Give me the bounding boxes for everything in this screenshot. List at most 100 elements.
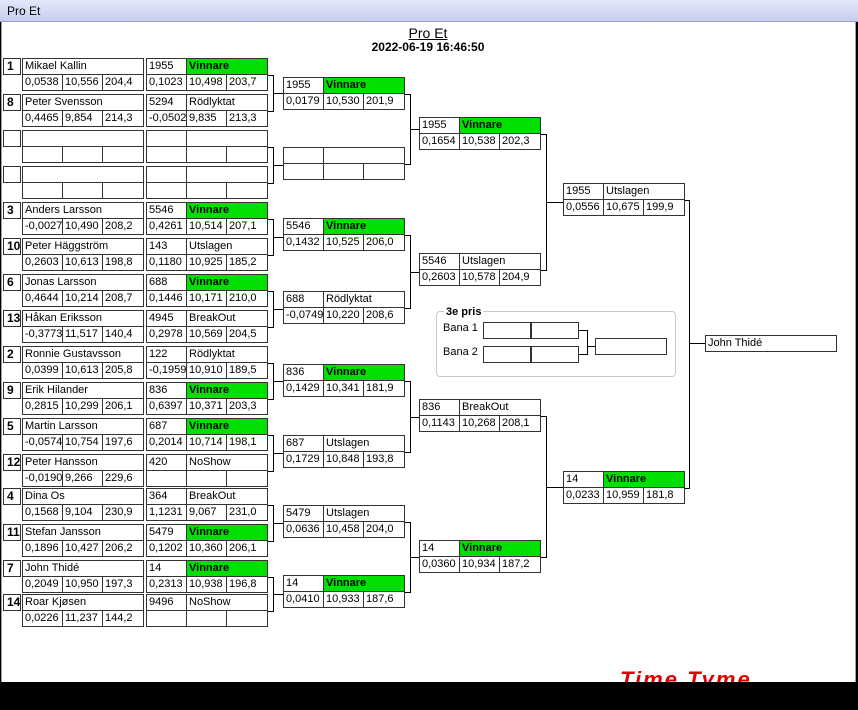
speed: 206,2 bbox=[102, 540, 144, 557]
speed: 204,0 bbox=[363, 521, 405, 538]
car-number: 143 bbox=[146, 238, 187, 255]
bracket-connector bbox=[405, 592, 411, 593]
bracket-connector bbox=[546, 202, 563, 203]
car-number: 14 bbox=[563, 471, 604, 488]
bracket-connector bbox=[268, 399, 274, 400]
elapsed-time: 10,427 bbox=[62, 540, 103, 557]
driver-name: Mikael Kallin bbox=[22, 58, 144, 75]
page-title: Pro Et bbox=[408, 25, 448, 41]
lane1-input[interactable] bbox=[483, 322, 531, 339]
speed-2: 213,3 bbox=[226, 110, 268, 127]
reaction-time: 0,2049 bbox=[22, 576, 63, 593]
elapsed-time-2: 9,835 bbox=[186, 110, 227, 127]
speed-2: 207,1 bbox=[226, 218, 268, 235]
bracket-connector bbox=[410, 129, 419, 130]
race-status: Vinnare bbox=[186, 202, 268, 219]
elapsed-time-2: 10,171 bbox=[186, 290, 227, 307]
elapsed-time bbox=[62, 146, 103, 163]
elapsed-time: 10,959 bbox=[603, 487, 644, 504]
car-number: 9496 bbox=[146, 594, 187, 611]
bracket-connector bbox=[268, 505, 274, 506]
race-status: Utslagen bbox=[323, 435, 405, 452]
reaction-time-2 bbox=[146, 146, 187, 163]
connector bbox=[587, 330, 588, 355]
speed: 208,6 bbox=[363, 307, 405, 324]
bracket-connector bbox=[268, 435, 274, 436]
elapsed-time: 10,268 bbox=[459, 415, 500, 432]
car-number: 687 bbox=[146, 418, 187, 435]
speed-2: 231,0 bbox=[226, 504, 268, 521]
race-status: Vinnare bbox=[186, 382, 268, 399]
elapsed-time-2: 10,371 bbox=[186, 398, 227, 415]
car-number: 688 bbox=[283, 291, 324, 308]
bracket-connector bbox=[268, 327, 274, 328]
elapsed-time: 9,854 bbox=[62, 110, 103, 127]
reaction-time: 0,1432 bbox=[283, 234, 324, 251]
seed-number: 12 bbox=[3, 454, 21, 471]
speed-2: 189,5 bbox=[226, 362, 268, 379]
reaction-time-2: 0,2313 bbox=[146, 576, 187, 593]
seed-number bbox=[3, 166, 21, 183]
elapsed-time-2 bbox=[186, 146, 227, 163]
elapsed-time: 9,104 bbox=[62, 504, 103, 521]
speed: 197,3 bbox=[102, 576, 144, 593]
elapsed-time: 11,517 bbox=[62, 326, 103, 343]
speed: 204,9 bbox=[499, 269, 541, 286]
race-status bbox=[323, 147, 405, 164]
bracket-connector bbox=[273, 381, 283, 382]
race-status: Utslagen bbox=[186, 238, 268, 255]
speed bbox=[363, 163, 405, 180]
speed: 204,4 bbox=[102, 74, 144, 91]
elapsed-time: 10,934 bbox=[459, 556, 500, 573]
bracket-connector bbox=[410, 272, 419, 273]
connector bbox=[579, 330, 587, 331]
reaction-time-2 bbox=[146, 610, 187, 627]
car-number: 5546 bbox=[146, 202, 187, 219]
driver-name: Roar Kjøsen bbox=[22, 594, 144, 611]
reaction-time-2: 1,1231 bbox=[146, 504, 187, 521]
driver-name: John Thidé bbox=[22, 560, 144, 577]
elapsed-time-2 bbox=[186, 182, 227, 199]
race-status: Utslagen bbox=[603, 183, 685, 200]
elapsed-time-2: 10,514 bbox=[186, 218, 227, 235]
speed: 187,2 bbox=[499, 556, 541, 573]
car-number: 5546 bbox=[419, 253, 460, 270]
speed-2: 203,7 bbox=[226, 74, 268, 91]
elapsed-time-2: 10,360 bbox=[186, 540, 227, 557]
speed: 198,8 bbox=[102, 254, 144, 271]
reaction-time-2 bbox=[146, 470, 187, 487]
speed: 193,8 bbox=[363, 451, 405, 468]
elapsed-time bbox=[62, 182, 103, 199]
speed-2 bbox=[226, 470, 268, 487]
race-status: Utslagen bbox=[459, 253, 541, 270]
driver-name: Martin Larsson bbox=[22, 418, 144, 435]
bracket-connector bbox=[685, 488, 690, 489]
elapsed-time: 10,525 bbox=[323, 234, 364, 251]
reaction-time: -0,0574 bbox=[22, 434, 63, 451]
third-prize-winner bbox=[595, 338, 667, 355]
car-number: 420 bbox=[146, 454, 187, 471]
speed: 181,8 bbox=[643, 487, 685, 504]
bracket-connector bbox=[410, 557, 419, 558]
car-number: 5546 bbox=[283, 218, 324, 235]
bracket-connector bbox=[541, 134, 547, 135]
lane2-input[interactable] bbox=[483, 346, 531, 363]
race-status: Vinnare bbox=[186, 274, 268, 291]
connector bbox=[579, 354, 587, 355]
seed-number: 1 bbox=[3, 58, 21, 75]
reaction-time-2: 0,1446 bbox=[146, 290, 187, 307]
speed: 229,6 bbox=[102, 470, 144, 487]
elapsed-time: 10,214 bbox=[62, 290, 103, 307]
seed-number: 5 bbox=[3, 418, 21, 435]
speed-2: 206,1 bbox=[226, 540, 268, 557]
bracket-connector bbox=[268, 471, 274, 472]
elapsed-time-2: 9,067 bbox=[186, 504, 227, 521]
lane1-label: Bana 1 bbox=[443, 322, 478, 334]
bracket-connector bbox=[268, 75, 274, 76]
elapsed-time: 10,675 bbox=[603, 199, 644, 216]
reaction-time-2: 0,2014 bbox=[146, 434, 187, 451]
driver-name: Anders Larsson bbox=[22, 202, 144, 219]
speed: 205,8 bbox=[102, 362, 144, 379]
driver-name: Håkan Eriksson bbox=[22, 310, 144, 327]
elapsed-time-2: 10,498 bbox=[186, 74, 227, 91]
